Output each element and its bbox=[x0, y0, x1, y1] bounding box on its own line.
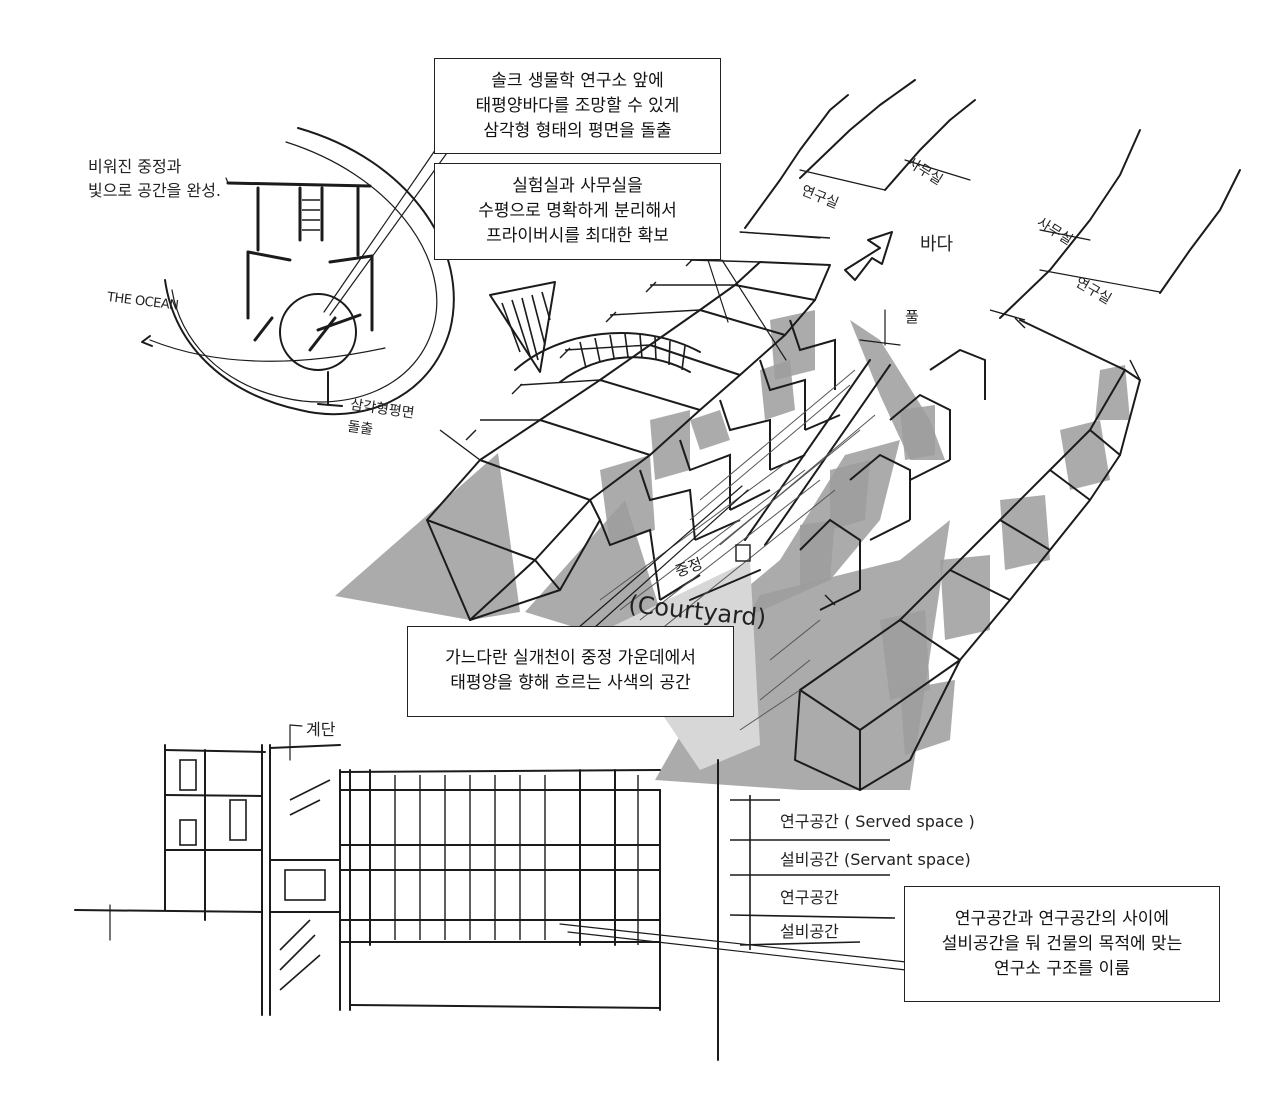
callout-salk-view: 솔크 생물학 연구소 앞에 태평양바다를 조망할 수 있게 삼각형 형태의 평면… bbox=[434, 58, 721, 154]
annotation-triangle-plan: 삼각형평면 돌출 bbox=[346, 394, 416, 447]
site-grid bbox=[739, 79, 1241, 319]
shadow-tones bbox=[335, 310, 1130, 790]
callout-line: 삼각형 형태의 평면을 돌출 bbox=[483, 121, 672, 141]
section-label: 연구공간 bbox=[780, 888, 839, 907]
view-arrow bbox=[489, 281, 701, 383]
callout-channel: 가느다란 실개천이 중정 가운데에서 태평양을 향해 흐르는 사색의 공간 bbox=[407, 626, 734, 717]
section-label: 설비공간 (Servant space) bbox=[780, 850, 971, 869]
callout-line: 태평양을 향해 흐르는 사색의 공간 bbox=[450, 673, 691, 693]
callout-line: 프라이버시를 최대한 확보 bbox=[486, 226, 669, 246]
annotation-line: 비워진 중정과 bbox=[88, 157, 182, 176]
annotation-line: 빛으로 공간을 완성. bbox=[88, 181, 222, 200]
label-sea: 바다 bbox=[920, 234, 954, 255]
section-label: 연구공간 ( Served space ) bbox=[780, 812, 975, 831]
callout-line: 수평으로 명확하게 분리해서 bbox=[478, 201, 677, 221]
callout-section: 연구공간과 연구공간의 사이에 설비공간을 둬 건물의 목적에 맞는 연구소 구… bbox=[904, 886, 1220, 1002]
callout-line: 실험실과 사무실을 bbox=[512, 176, 643, 196]
section-elevation bbox=[74, 724, 896, 1061]
label-stairs: 계단 bbox=[306, 720, 336, 739]
callout-line: 가느다란 실개천이 중정 가운데에서 bbox=[445, 648, 696, 668]
callout-leaders bbox=[323, 145, 907, 971]
callout-line: 설비공간을 둬 건물의 목적에 맞는 bbox=[941, 934, 1183, 954]
left-wing bbox=[426, 231, 841, 621]
annotation-empty-courtyard: 비워진 중정과 빛으로 공간을 완성. bbox=[88, 155, 221, 203]
label-pool: 풀 bbox=[905, 308, 919, 326]
courtyard-channel bbox=[599, 309, 901, 731]
right-wing bbox=[794, 309, 1141, 791]
callout-line: 연구공간과 연구공간의 사이에 bbox=[954, 909, 1170, 929]
callout-line: 연구소 구조를 이룸 bbox=[994, 959, 1130, 979]
callout-line: 태평양바다를 조망할 수 있게 bbox=[475, 96, 680, 116]
callout-lab-office: 실험실과 사무실을 수평으로 명확하게 분리해서 프라이버시를 최대한 확보 bbox=[434, 163, 721, 260]
callout-line: 솔크 생물학 연구소 앞에 bbox=[491, 71, 664, 91]
section-label: 설비공간 bbox=[780, 922, 839, 941]
